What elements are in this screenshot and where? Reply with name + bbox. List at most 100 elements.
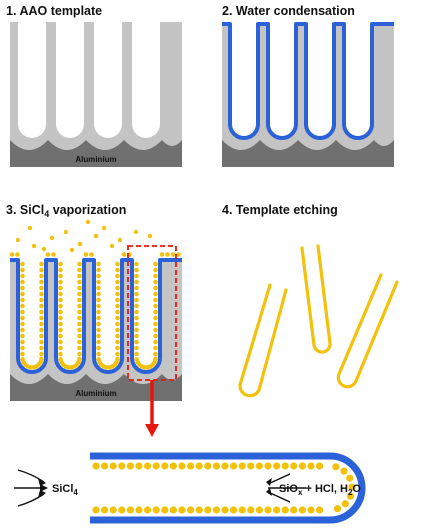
silica-particle xyxy=(134,351,139,357)
silica-particle xyxy=(39,267,44,273)
silica-particle xyxy=(39,333,44,339)
product-arrows xyxy=(267,473,306,503)
silica-particle xyxy=(134,273,139,279)
silica-particle xyxy=(221,506,229,514)
silica-particle xyxy=(115,345,120,351)
silica-particle xyxy=(58,303,63,309)
silica-particle xyxy=(195,506,203,514)
silica-particle xyxy=(20,321,25,327)
silica-particle xyxy=(134,267,139,273)
silica-particle xyxy=(169,462,177,470)
silica-particle xyxy=(115,261,120,267)
silica-particle xyxy=(39,339,44,345)
silica-particle xyxy=(255,506,263,514)
silica-particle xyxy=(109,506,117,514)
silica-particle xyxy=(77,309,82,315)
silica-particle xyxy=(153,267,158,273)
silica-particle xyxy=(20,327,25,333)
panel-2-water-condensation xyxy=(222,22,394,167)
silica-particle xyxy=(153,321,158,327)
panel-1-aao-template: Aluminium xyxy=(10,22,182,167)
silica-particle xyxy=(58,297,63,303)
silica-particle xyxy=(115,351,120,357)
silica-particle xyxy=(134,285,139,291)
silica-particles xyxy=(92,462,356,514)
silica-particle xyxy=(126,506,134,514)
silica-particle xyxy=(176,252,181,257)
silica-particle xyxy=(153,273,158,279)
silica-particle xyxy=(20,351,25,357)
silica-particle xyxy=(39,261,44,267)
silica-particle xyxy=(39,351,44,357)
water-layer xyxy=(10,258,182,374)
zoom-arrow xyxy=(145,380,159,437)
silica-particle xyxy=(264,506,272,514)
silica-particle xyxy=(96,333,101,339)
silica-particle xyxy=(58,261,63,267)
silica-particle xyxy=(20,285,25,291)
silica-particle xyxy=(273,462,281,470)
silica-particle xyxy=(290,462,298,470)
silica-particle xyxy=(134,279,139,285)
silica-particle xyxy=(238,506,246,514)
silica-particle xyxy=(115,339,120,345)
silica-particle xyxy=(58,291,63,297)
detail-tube: SiCl4 SiOx + HCl, H2O xyxy=(14,452,366,524)
silica-particle xyxy=(39,279,44,285)
panel-4-title: 4. Template etching xyxy=(222,203,338,217)
silica-particle xyxy=(152,506,160,514)
silica-particle xyxy=(147,233,153,239)
silica-particle xyxy=(230,506,238,514)
silica-particle xyxy=(77,267,82,273)
silica-particle xyxy=(58,339,63,345)
silica-particle xyxy=(115,321,120,327)
silica-particle xyxy=(96,285,101,291)
silica-particle xyxy=(39,297,44,303)
silica-particle xyxy=(58,321,63,327)
silica-particle xyxy=(45,252,51,257)
silica-particle xyxy=(77,333,82,339)
silica-particle xyxy=(96,309,101,315)
silica-particle xyxy=(77,273,82,279)
silica-particle xyxy=(77,303,82,309)
silica-particle xyxy=(169,506,177,514)
silica-particle xyxy=(115,285,120,291)
silica-particle xyxy=(118,462,126,470)
silica-particle xyxy=(212,462,220,470)
panel-2-title: 2. Water condensation xyxy=(222,4,355,18)
silica-particle xyxy=(20,261,25,267)
tube-outer-blue xyxy=(90,452,366,524)
silica-particle xyxy=(341,500,349,508)
silica-particle xyxy=(115,356,120,362)
silica-particle xyxy=(161,506,169,514)
silica-particle xyxy=(195,462,203,470)
silica-particle xyxy=(77,351,82,357)
silica-particle xyxy=(144,462,152,470)
silica-particle xyxy=(161,462,169,470)
silica-particle xyxy=(92,506,100,514)
silica-particle xyxy=(153,291,158,297)
silica-particle xyxy=(27,225,33,231)
silica-particle xyxy=(346,474,354,482)
silica-particle xyxy=(85,219,91,225)
silica-particle xyxy=(298,506,306,514)
silica-particle xyxy=(39,327,44,333)
silica-particle xyxy=(77,291,82,297)
silica-particle xyxy=(93,233,99,239)
silica-particle xyxy=(115,303,120,309)
silica-particle xyxy=(101,462,109,470)
zoom-box xyxy=(127,245,177,381)
silica-particle xyxy=(264,462,272,470)
silica-particle xyxy=(58,345,63,351)
silica-particle xyxy=(96,315,101,321)
silica-particle xyxy=(153,351,158,357)
silica-particle xyxy=(153,285,158,291)
silica-particle xyxy=(247,462,255,470)
silica-particle xyxy=(212,506,220,514)
panel-4-template-etching xyxy=(238,244,399,398)
silica-particle xyxy=(346,492,355,500)
silica-particle xyxy=(134,339,139,345)
silica-particle xyxy=(115,291,120,297)
silica-particle xyxy=(39,356,44,362)
silica-particle xyxy=(153,309,158,315)
